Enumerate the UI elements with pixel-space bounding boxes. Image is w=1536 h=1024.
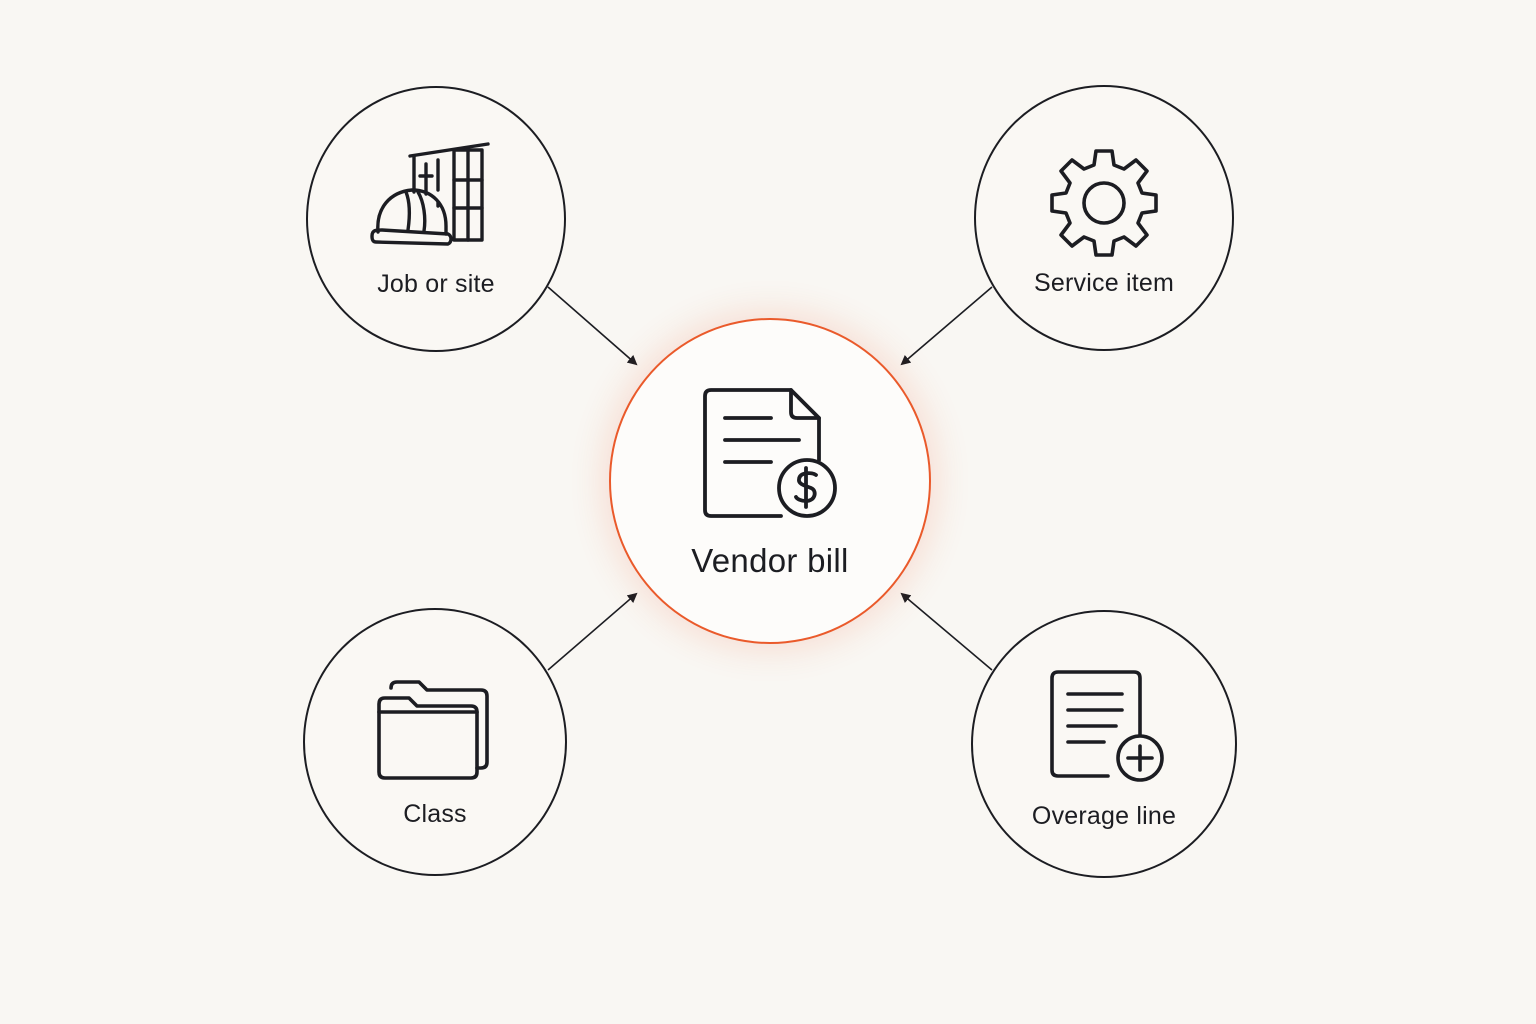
node-label-vendor-bill: Vendor bill — [691, 542, 849, 579]
document-plus-icon — [1050, 670, 1164, 782]
node-service-item: Service item — [974, 85, 1234, 351]
node-vendor-bill: Vendor bill — [609, 318, 931, 644]
node-class: Class — [303, 608, 567, 876]
hardhat-building-icon — [370, 142, 490, 246]
arrow-job-to-bill — [547, 286, 638, 366]
node-label-job-or-site: Job or site — [377, 270, 495, 298]
bill-dollar-icon — [703, 388, 837, 518]
arrow-overage-to-bill — [900, 592, 993, 671]
node-job-or-site: Job or site — [306, 86, 566, 352]
node-label-service-item: Service item — [1034, 269, 1174, 297]
node-label-overage-line: Overage line — [1031, 802, 1177, 830]
node-overage-line: Overage line — [971, 610, 1237, 878]
node-label-class: Class — [403, 800, 467, 828]
arrow-service-to-bill — [900, 286, 993, 366]
arrow-class-to-bill — [547, 592, 638, 671]
gear-icon — [1050, 149, 1158, 257]
folder-icon — [377, 680, 489, 780]
